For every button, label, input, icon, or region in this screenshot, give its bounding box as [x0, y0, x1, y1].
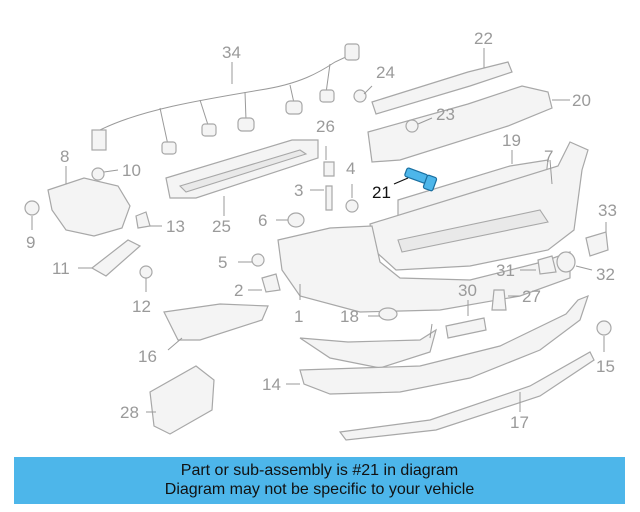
absorber-25	[165, 139, 319, 216]
callout-8: 8	[60, 147, 69, 166]
bracket-11	[78, 239, 142, 277]
callout-31: 31	[496, 261, 515, 280]
callout-24: 24	[376, 63, 395, 82]
banner-line-1: Part or sub-assembly is #21 in diagram	[180, 462, 459, 479]
side-bracket-8	[47, 166, 131, 237]
bracket-28	[146, 365, 215, 435]
callout-32: 32	[596, 265, 615, 284]
callout-14: 14	[262, 375, 281, 394]
callout-13: 13	[166, 217, 185, 236]
strip-17	[338, 351, 595, 441]
callout-27: 27	[522, 287, 541, 306]
callout-30: 30	[458, 281, 477, 300]
callout-28: 28	[120, 403, 139, 422]
bolt-21-highlighted	[393, 167, 438, 192]
callout-17: 17	[510, 413, 529, 432]
bracket-22	[371, 48, 513, 115]
callout-18: 18	[340, 307, 359, 326]
callout-4: 4	[346, 159, 355, 178]
callout-19: 19	[502, 131, 521, 150]
callout-1: 1	[294, 307, 303, 326]
fasteners	[24, 85, 612, 352]
info-banner: Part or sub-assembly is #21 in diagram D…	[14, 457, 625, 504]
callout-2: 2	[234, 281, 243, 300]
absorber-20	[367, 85, 570, 163]
callout-21: 21	[372, 183, 391, 202]
wiring-harness-34	[91, 43, 360, 155]
callout-23: 23	[436, 105, 455, 124]
callout-22: 22	[474, 29, 493, 48]
callout-25: 25	[212, 217, 231, 236]
callout-33: 33	[598, 201, 617, 220]
lamp-16	[163, 303, 269, 351]
trim-14	[286, 294, 589, 395]
callout-5: 5	[218, 253, 227, 272]
callout-34: 34	[222, 43, 241, 62]
parts-diagram: 34 22 24 20 23 8 26 10 19 7 3 4 21 9 13 …	[24, 29, 617, 441]
callout-3: 3	[294, 181, 303, 200]
banner-line-2: Diagram may not be specific to your vehi…	[164, 481, 475, 498]
callout-7: 7	[544, 147, 553, 166]
callout-15: 15	[596, 357, 615, 376]
callout-26: 26	[316, 117, 335, 136]
plate-30	[445, 300, 487, 339]
callout-12: 12	[132, 297, 151, 316]
callout-9: 9	[26, 233, 35, 252]
callout-16: 16	[138, 347, 157, 366]
callout-11: 11	[52, 259, 70, 278]
reflector-18	[299, 307, 437, 369]
bumper-cover-7	[369, 141, 589, 271]
callout-6: 6	[258, 211, 267, 230]
callout-10: 10	[122, 161, 141, 180]
callout-20: 20	[572, 91, 591, 110]
